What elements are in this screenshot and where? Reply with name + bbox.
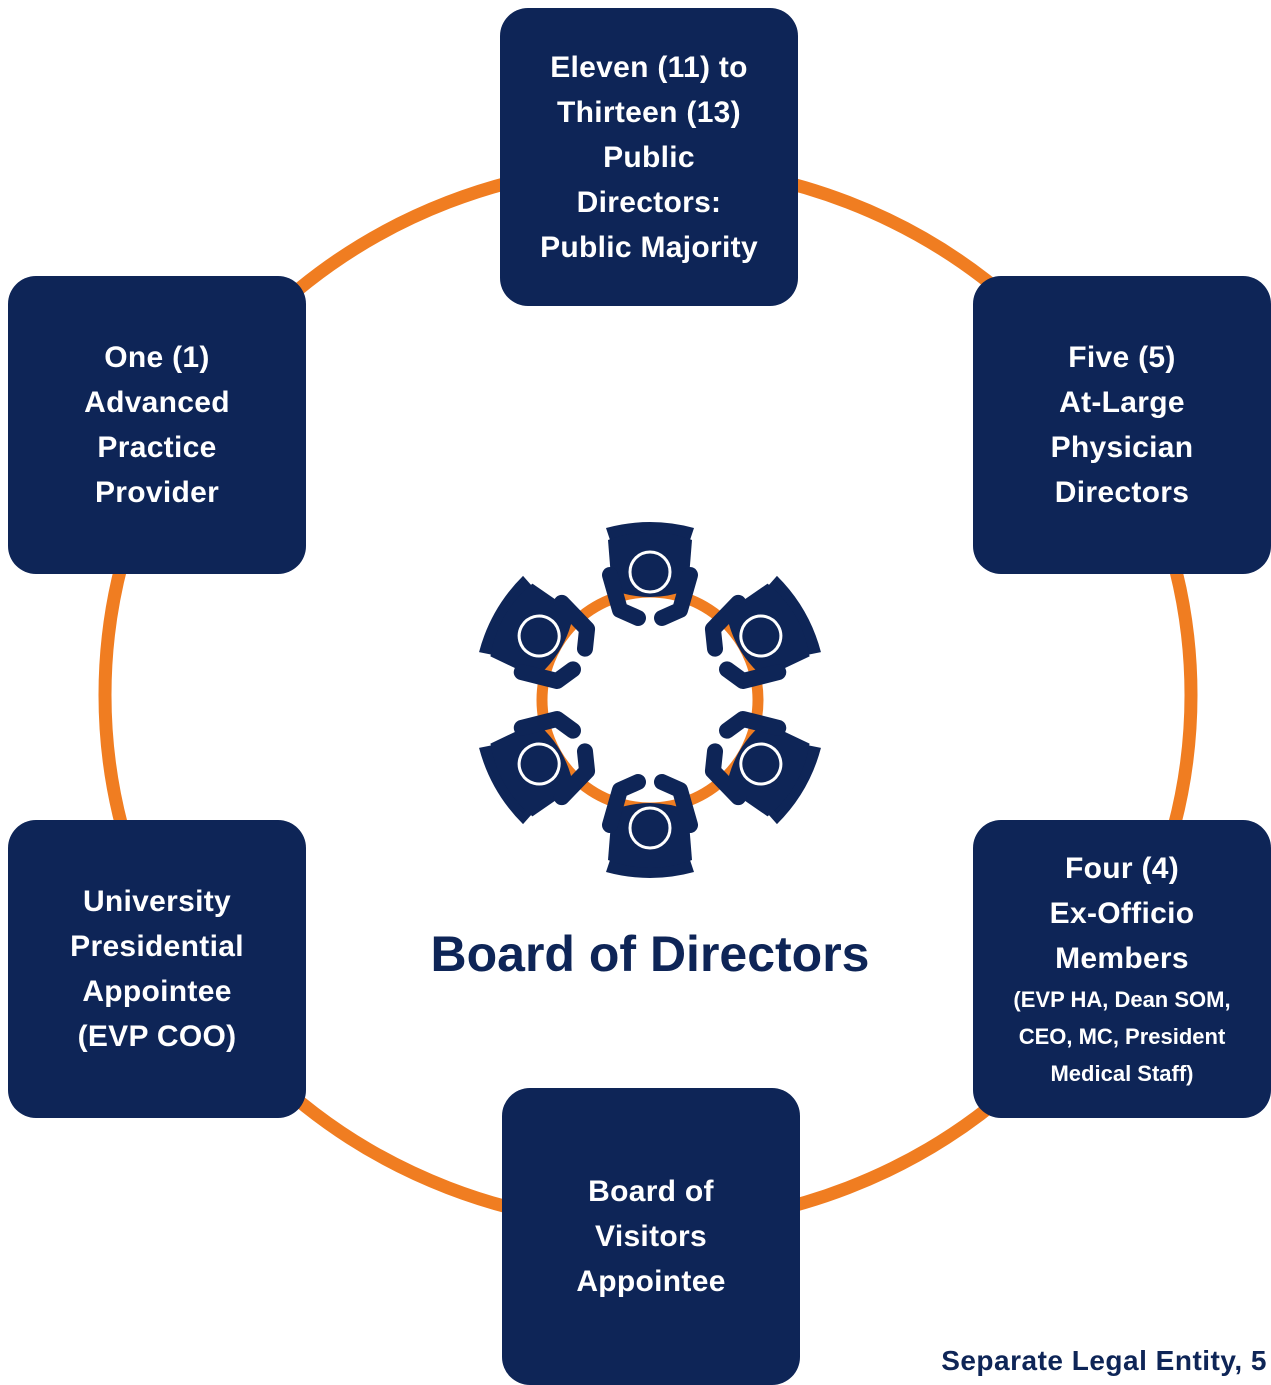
card-line: One (1) [104, 341, 210, 374]
card-line: University [82, 885, 232, 918]
people-around-table-icon [465, 510, 835, 890]
public-directors-card: Eleven (11) to Thirteen (13) Public Dire… [500, 8, 798, 306]
card-line: Four (4) [1064, 852, 1180, 885]
card-line: Physician [1050, 431, 1194, 464]
card-line: (EVP COO) [77, 1020, 237, 1053]
card-line: Appointee [576, 1265, 726, 1298]
card-line: Five (5) [1068, 341, 1176, 374]
card-line: Directors: [576, 185, 722, 219]
card-line: Members [1055, 942, 1189, 975]
card-line: Public [603, 140, 695, 174]
card-line: Eleven (11) to [550, 50, 748, 84]
card-line: Directors [1054, 476, 1190, 509]
footer-text: Separate Legal Entity, 5 [941, 1345, 1267, 1376]
card-line: Advanced [84, 386, 230, 419]
card-line: Ex-Officio [1049, 897, 1195, 930]
advanced-practice-provider-card: One (1) Advanced Practice Provider [8, 276, 306, 574]
card-line: Visitors [595, 1220, 707, 1253]
card-line: Practice [97, 431, 217, 464]
card-detail-line: CEO, MC, President [1018, 1024, 1226, 1049]
card-line: Board of [588, 1175, 714, 1208]
card-line: Provider [94, 476, 220, 509]
card-line: Presidential [70, 930, 244, 963]
ex-officio-members-card: Four (4) Ex-Officio Members (EVP HA, Dea… [973, 820, 1271, 1118]
physician-directors-card: Five (5) At-Large Physician Directors [973, 276, 1271, 574]
card-line: Public Majority [540, 230, 758, 264]
card-detail-line: Medical Staff) [1050, 1061, 1194, 1086]
card-line: Appointee [82, 975, 232, 1008]
board-of-visitors-appointee-card: Board of Visitors Appointee [502, 1088, 800, 1385]
card-detail-line: (EVP HA, Dean SOM, [1013, 987, 1231, 1012]
university-presidential-appointee-card: University Presidential Appointee (EVP C… [8, 820, 306, 1118]
diagram-title: Board of Directors [430, 926, 870, 982]
card-line: At-Large [1059, 386, 1185, 419]
card-line: Thirteen (13) [557, 95, 741, 129]
